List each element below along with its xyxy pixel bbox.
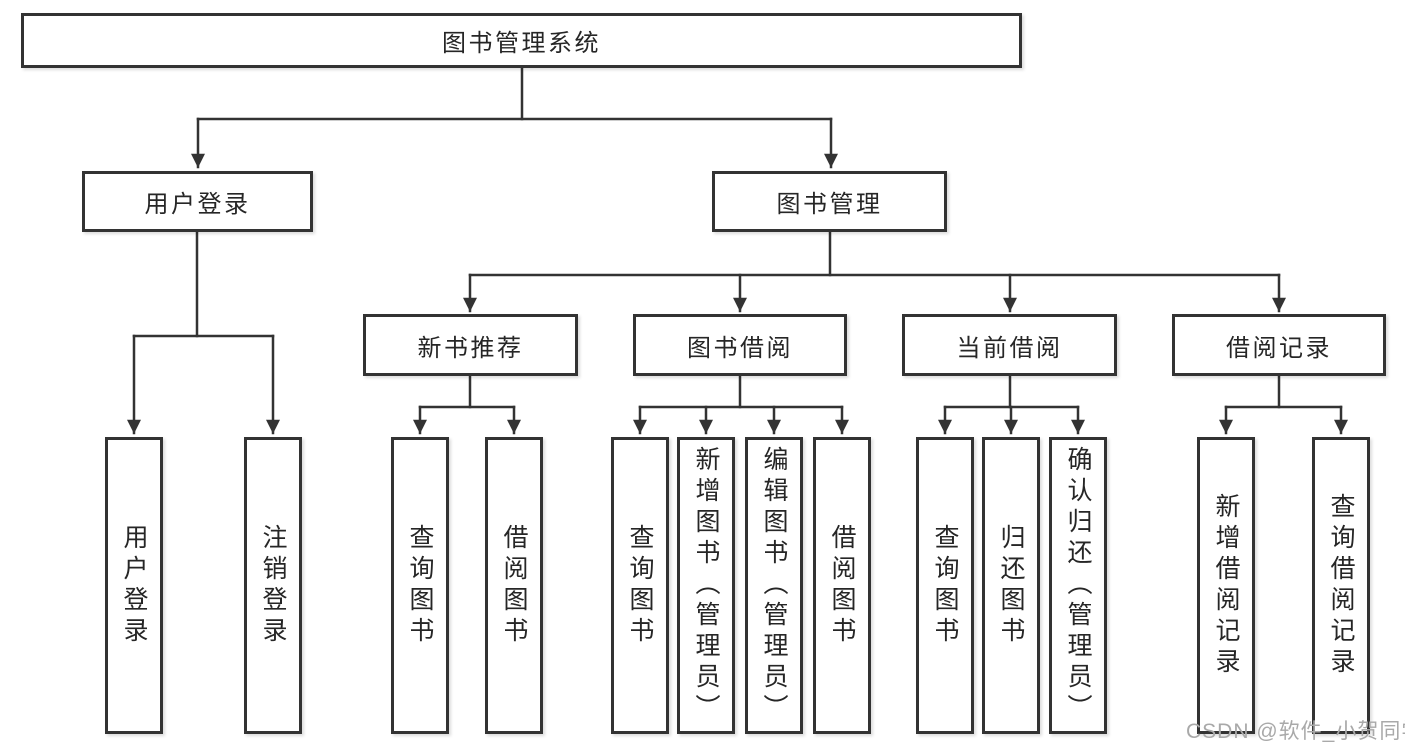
node-label: 图书管理	[776, 191, 883, 218]
node-label: 当前借阅	[956, 334, 1063, 362]
node-label: 用户登录	[120, 523, 148, 648]
node-label: 新书推荐	[417, 334, 524, 362]
node-current-borrow: 当前借阅	[902, 314, 1117, 376]
node-label: 新增借阅记录	[1212, 492, 1240, 679]
leaf-query-borrow-record: 查询借阅记录	[1312, 437, 1370, 734]
node-label: 查询图书	[931, 523, 959, 648]
leaf-add-borrow-record: 新增借阅记录	[1197, 437, 1255, 734]
leaf-add-book-admin: 新增图书（管理员）	[677, 437, 735, 734]
node-label: 归还图书	[997, 523, 1025, 648]
node-label: 编辑图书（管理员）	[760, 446, 788, 725]
node-library-system: 图书管理系统	[21, 13, 1022, 68]
leaf-borrow-books-recommend: 借阅图书	[485, 437, 543, 734]
node-book-borrow: 图书借阅	[633, 314, 847, 376]
node-label: 图书管理系统	[442, 30, 601, 57]
leaf-query-books-current: 查询图书	[916, 437, 974, 734]
node-label: 查询图书	[626, 523, 654, 648]
node-borrow-records: 借阅记录	[1172, 314, 1386, 376]
node-label: 注销登录	[259, 523, 287, 648]
leaf-return-book: 归还图书	[982, 437, 1040, 734]
node-label: 新增图书（管理员）	[692, 446, 720, 725]
leaf-query-books-recommend: 查询图书	[391, 437, 449, 734]
node-label: 用户登录	[144, 191, 251, 218]
node-book-management: 图书管理	[712, 171, 947, 232]
node-label: 确认归还（管理员）	[1064, 446, 1092, 725]
node-label: 借阅记录	[1226, 334, 1332, 362]
leaf-logout: 注销登录	[244, 437, 302, 734]
node-label: 图书借阅	[687, 334, 793, 362]
node-label: 借阅图书	[828, 523, 856, 648]
leaf-user-login: 用户登录	[105, 437, 163, 734]
node-label: 查询图书	[406, 523, 434, 648]
node-label: 查询借阅记录	[1327, 492, 1355, 679]
node-user-login: 用户登录	[82, 171, 313, 232]
leaf-query-books-borrow: 查询图书	[611, 437, 669, 734]
leaf-edit-book-admin: 编辑图书（管理员）	[745, 437, 803, 734]
leaf-confirm-return-admin: 确认归还（管理员）	[1049, 437, 1107, 734]
node-label: 借阅图书	[500, 523, 528, 648]
node-new-book-recommend: 新书推荐	[363, 314, 578, 376]
leaf-borrow-books: 借阅图书	[813, 437, 871, 734]
watermark: CSDN @软件_小贺同学	[1186, 720, 1405, 743]
